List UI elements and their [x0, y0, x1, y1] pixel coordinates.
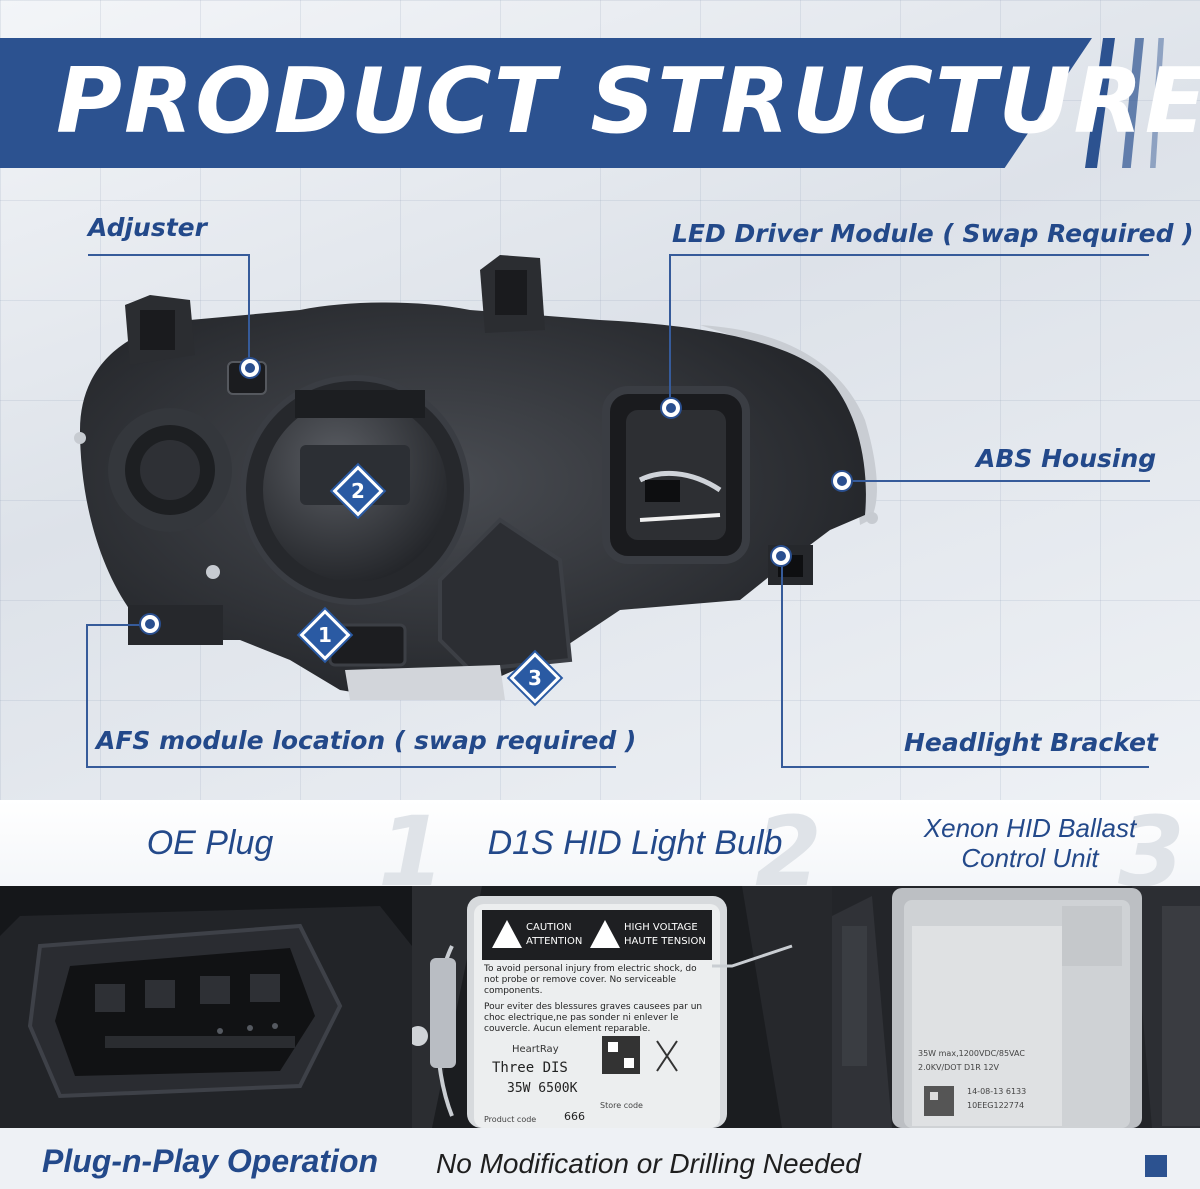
- adjuster-label: Adjuster: [88, 213, 207, 242]
- footer-text: No Modification or Drilling Needed: [436, 1148, 861, 1179]
- hid-bulb-image: CAUTION ATTENTION HIGH VOLTAGE HAUTE TEN…: [412, 886, 832, 1128]
- ballast-spec-line1: 35W max,1200VDC/85VAC: [918, 1049, 1025, 1058]
- footer-highlight: Plug-n-Play Operation: [42, 1143, 379, 1179]
- disposal-icon: [656, 1040, 678, 1072]
- feature-oe-plug: OE Plug: [146, 824, 274, 862]
- abs-housing-label: ABS Housing: [976, 444, 1157, 473]
- oe-plug-image: [0, 886, 412, 1128]
- adjuster-marker: [241, 359, 259, 377]
- ballast-spec-line3: 14-08-13 6133: [967, 1087, 1026, 1096]
- callout-line: [669, 254, 1149, 256]
- bulb-high-voltage: HIGH VOLTAGE: [624, 922, 698, 933]
- qr-code: [602, 1036, 640, 1074]
- callout-line: [86, 624, 150, 626]
- abs-housing-marker: [833, 472, 851, 490]
- afs-module-marker: [141, 615, 159, 633]
- footer: [0, 1128, 1200, 1189]
- ballast-spec-line2: 2.0KV/DOT D1R 12V: [918, 1063, 1000, 1072]
- callout-line: [88, 254, 248, 256]
- ballast-image: 35W max,1200VDC/85VAC 2.0KV/DOT D1R 12V …: [832, 886, 1200, 1128]
- callout-line: [248, 254, 250, 368]
- bulb-store-code: 666: [564, 1110, 585, 1123]
- callout-line: [86, 766, 616, 768]
- page-title: PRODUCT STRUCTURE: [56, 49, 1200, 154]
- afs-module-label: AFS module location ( swap required ): [96, 726, 637, 755]
- bulb-product-code-label: Product code: [484, 1115, 536, 1124]
- bulb-attention: ATTENTION: [526, 936, 582, 947]
- structure-panel: PRODUCT STRUCTURE: [0, 0, 1200, 800]
- feature-ballast: Xenon HID Ballast Control Unit: [890, 800, 1170, 886]
- bulb-haute-tension: HAUTE TENSION: [624, 936, 706, 947]
- callout-line: [781, 556, 783, 766]
- bulb-model: Three DIS: [492, 1060, 568, 1076]
- bulb-brand: HeartRay: [512, 1044, 559, 1055]
- bulb-caution: CAUTION: [526, 922, 572, 933]
- bulb-warning-en: To avoid personal injury from electric s…: [484, 964, 697, 996]
- bulb-warning-fr: Pour eviter des blessures graves causees…: [484, 1002, 703, 1034]
- callout-line: [669, 254, 671, 408]
- feature-strip: [0, 800, 1200, 886]
- callout-line: [842, 480, 1150, 482]
- bulb-spec: 35W 6500K: [507, 1081, 578, 1096]
- photo-hid-bulb: CAUTION ATTENTION HIGH VOLTAGE HAUTE TEN…: [412, 886, 832, 1128]
- led-driver-marker: [662, 399, 680, 417]
- led-driver-label: LED Driver Module ( Swap Required ): [672, 219, 1194, 248]
- feature-ballast-line2: Control Unit: [961, 843, 1099, 873]
- feature-hid-bulb: D1S HID Light Bulb: [487, 824, 783, 862]
- bulb-store-code-label: Store code: [600, 1101, 643, 1110]
- ballast-qr-code: [924, 1086, 954, 1116]
- title-banner: [0, 38, 1092, 168]
- callout-line: [781, 766, 1149, 768]
- headlight-bracket-label: Headlight Bracket: [904, 728, 1158, 757]
- callout-line: [86, 624, 88, 766]
- headlight-bracket-marker: [772, 547, 790, 565]
- photo-ballast: 35W max,1200VDC/85VAC 2.0KV/DOT D1R 12V …: [832, 886, 1200, 1128]
- photo-oe-plug: [0, 886, 412, 1128]
- feature-ballast-line1: Xenon HID Ballast: [923, 813, 1137, 843]
- ballast-spec-line4: 10EEG122774: [967, 1101, 1024, 1110]
- headlight-image: [74, 255, 878, 700]
- footer-square: [1145, 1155, 1167, 1177]
